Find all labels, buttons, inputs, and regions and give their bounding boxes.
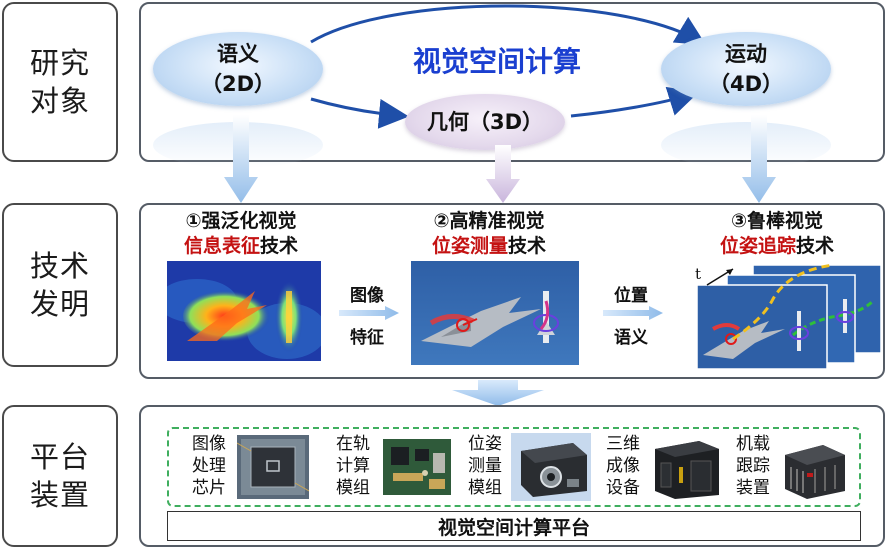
- device-board-label: 在轨 计算 模组: [333, 433, 373, 499]
- device-3d-label: 三维 成像 设备: [603, 433, 643, 499]
- down-arrow-motion: [742, 115, 776, 203]
- motion-reflection: [661, 122, 831, 168]
- row-label-line: 技术: [29, 249, 90, 283]
- device-chip-label: 图像 处理 芯片: [189, 433, 229, 499]
- device-label-line: 模组: [468, 478, 502, 498]
- chip-icon: [237, 435, 309, 499]
- link2-bottom: 语义: [614, 328, 648, 348]
- device-label-line: 跟踪: [736, 456, 770, 476]
- down-arrow-geometry: [486, 145, 520, 203]
- heatmap-image: [167, 261, 321, 361]
- platform-title-bar: 视觉空间计算平台: [167, 511, 861, 541]
- device-label-line: 装置: [736, 478, 770, 498]
- tech3-title: ③鲁棒视觉 位姿追踪技术: [697, 209, 857, 259]
- row-label-platform-device: 平台 装置: [2, 405, 118, 547]
- device-label-line: 在轨: [336, 434, 370, 454]
- tech3-suffix: 技术: [796, 235, 835, 257]
- device-label-line: 芯片: [192, 478, 226, 498]
- tech1-title: ①强泛化视觉 信息表征技术: [161, 209, 321, 259]
- device-label-line: 测量: [468, 456, 502, 476]
- device-label-line: 设备: [606, 478, 640, 498]
- device-label-line: 机载: [736, 434, 770, 454]
- row-label-line: 对象: [29, 84, 90, 118]
- tech2-suffix: 技术: [508, 235, 547, 257]
- link1-top: 图像: [350, 286, 384, 306]
- down-arrow-platform: [452, 380, 544, 406]
- tech3-highlight: 位姿追踪: [719, 235, 796, 257]
- device-label-line: 位姿: [468, 434, 502, 454]
- device-tracker-label: 机载 跟踪 装置: [733, 433, 773, 499]
- link2-top: 位置: [614, 286, 648, 306]
- tech2-title: ②高精准视觉 位姿测量技术: [409, 209, 569, 259]
- circuit-board-icon: [379, 433, 455, 499]
- relation-arcs: [310, 4, 707, 129]
- row-label-line: 研究: [29, 46, 90, 80]
- row-label-research-object: 研究 对象: [2, 2, 118, 162]
- motion-ellipse: 运动 （4D）: [661, 32, 831, 106]
- device-group: 图像 处理 芯片 在轨 计算 模组: [167, 427, 861, 507]
- motion-dim: （4D）: [708, 72, 784, 96]
- camera-module-icon: [511, 433, 591, 501]
- device-label-line: 处理: [192, 456, 226, 476]
- link1-bottom: 特征: [350, 328, 384, 348]
- row-label-line: 发明: [29, 287, 90, 321]
- device-label-line: 模组: [336, 478, 370, 498]
- link2-arrow: [603, 306, 663, 320]
- device-label-line: 成像: [606, 456, 640, 476]
- research-object-panel: 语义 （2D） 视觉空间计算 几何（3D） 运动 （4D）: [139, 2, 885, 168]
- tech1-line1: ①强泛化视觉: [185, 210, 297, 232]
- tech2-line1: ②高精准视觉: [433, 210, 545, 232]
- device-label-line: 三维: [606, 434, 640, 454]
- row-label-line: 装置: [29, 478, 90, 512]
- row-label-tech-invention: 技术 发明: [2, 203, 118, 367]
- tracker-device-icon: [779, 435, 849, 501]
- motion-label: 运动: [725, 42, 767, 66]
- semantic-ellipse: 语义 （2D）: [153, 32, 323, 106]
- arc-semantic-to-motion: [310, 4, 707, 46]
- device-label-line: 图像: [192, 434, 226, 454]
- pose-tracking-image: t: [693, 259, 885, 371]
- arc-geometry-to-motion: [570, 86, 699, 118]
- geometry-label: 几何（3D）: [426, 110, 544, 134]
- semantic-label: 语义: [217, 42, 259, 66]
- geometry-ellipse: 几何（3D）: [405, 94, 565, 150]
- tech3-line1: ③鲁棒视觉: [730, 210, 824, 232]
- tech1-suffix: 技术: [260, 235, 299, 257]
- 3d-imager-icon: [649, 433, 723, 501]
- center-title: 视觉空间计算: [413, 45, 582, 78]
- arc-semantic-to-geometry: [310, 97, 409, 129]
- row-label-line: 平台: [29, 440, 90, 474]
- device-camera-label: 位姿 测量 模组: [465, 433, 505, 499]
- pose-measure-image: [411, 261, 579, 365]
- down-arrow-semantic: [224, 115, 258, 203]
- semantic-dim: （2D）: [200, 72, 276, 96]
- link1-arrow: [339, 306, 399, 320]
- device-label-line: 计算: [336, 456, 370, 476]
- platform-panel: 图像 处理 芯片 在轨 计算 模组: [139, 405, 885, 547]
- time-axis-label: t: [695, 265, 702, 283]
- tech2-highlight: 位姿测量: [431, 235, 508, 257]
- tech-invention-panel: ①强泛化视觉 信息表征技术 ②高精准视觉 位姿测量技术 ③鲁棒视觉 位姿追踪技术…: [139, 203, 885, 379]
- tech1-highlight: 信息表征: [183, 235, 260, 257]
